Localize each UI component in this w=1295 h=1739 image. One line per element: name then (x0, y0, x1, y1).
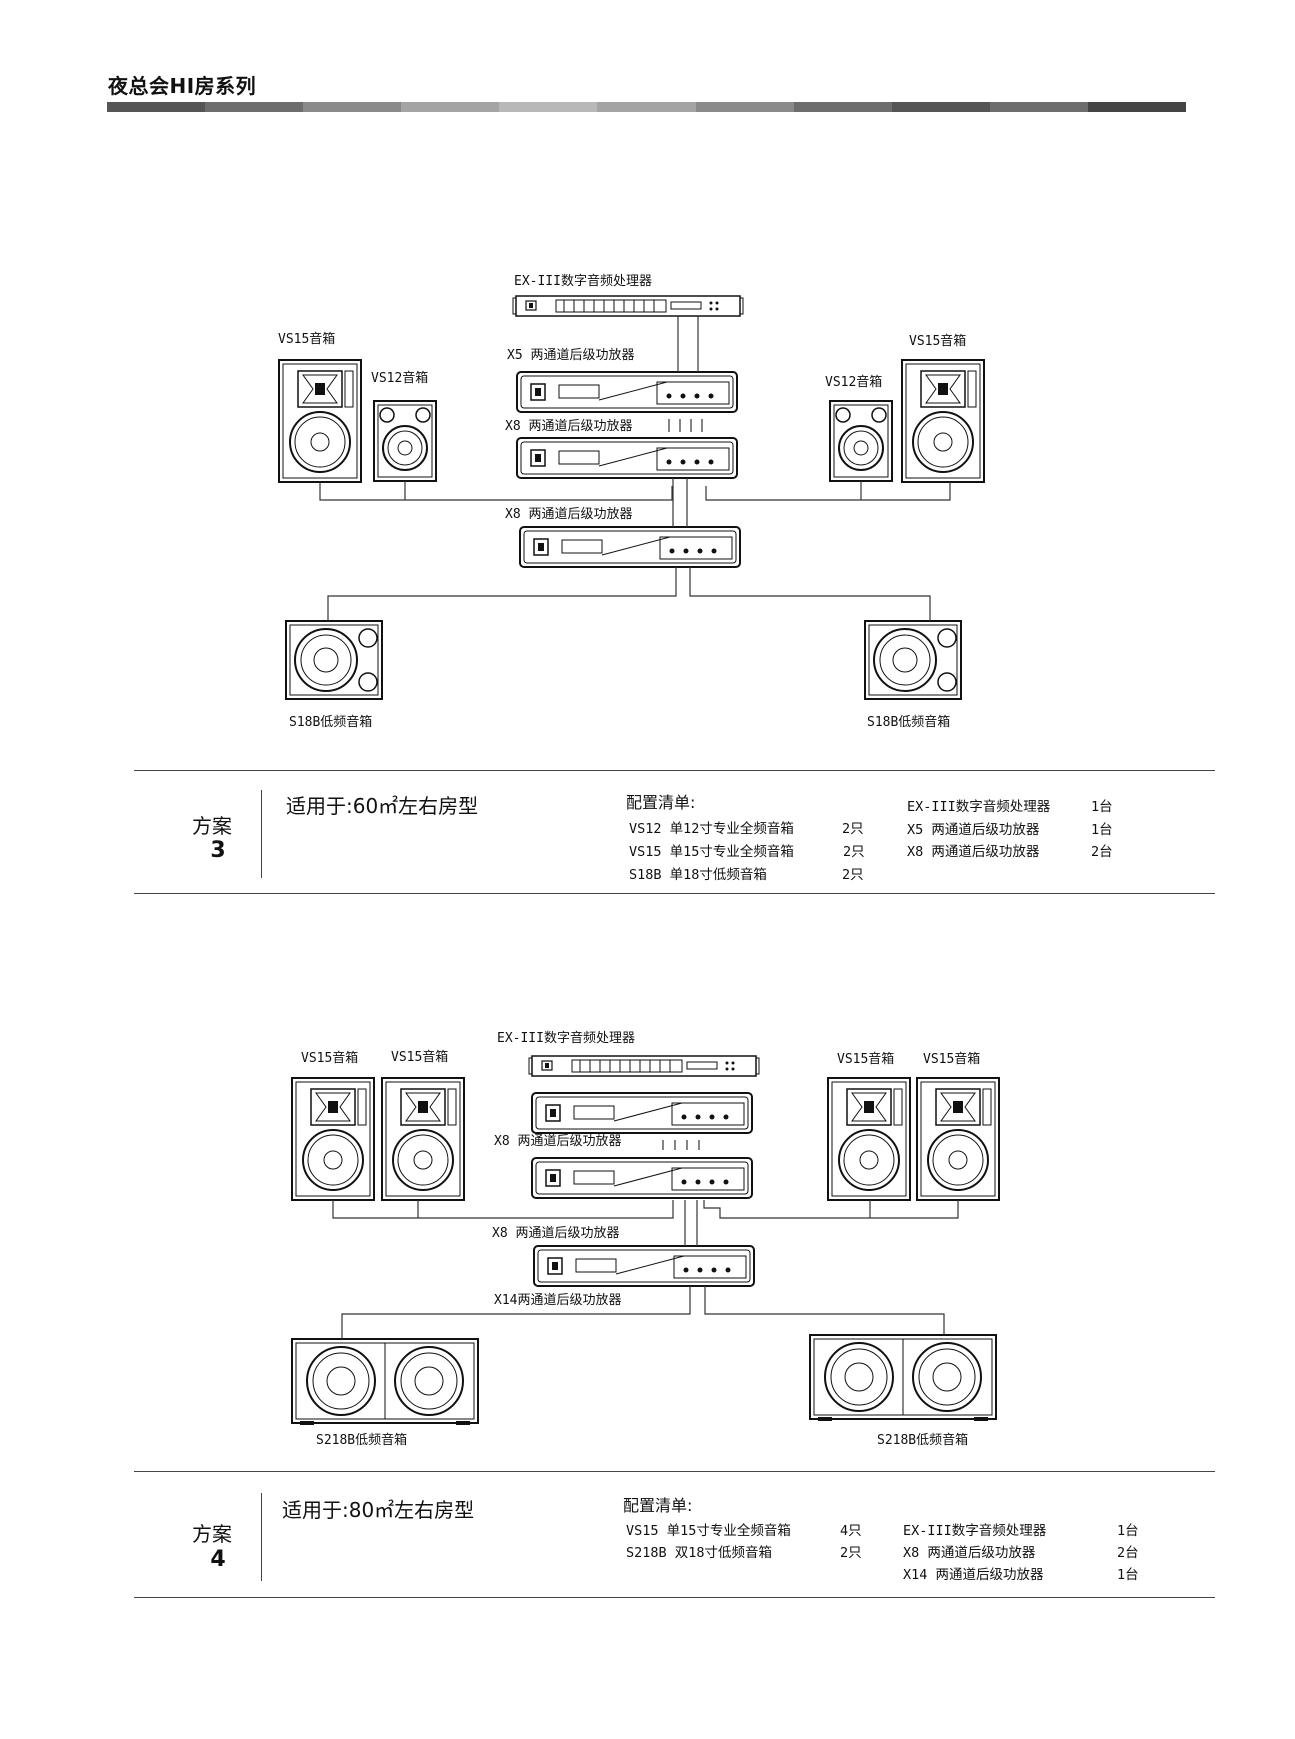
plan4-amp-x8a (531, 1092, 753, 1134)
plan3-config-left-0-qty: 2只 (842, 821, 864, 837)
plan4-config-right-1: X8 两通道后级功放器 (903, 1545, 1036, 1561)
header-bar-segment (793, 102, 892, 112)
plan4-amp-x14 (533, 1245, 755, 1287)
plan3-number: 3 (210, 838, 226, 863)
plan3-sub-right-label: S18B低频音箱 (867, 714, 950, 730)
header-bar-segment (597, 102, 696, 112)
plan3-config-right-1: X5 两通道后级功放器 (907, 822, 1040, 838)
plan3-vs15-right (901, 359, 985, 483)
plan4-label: 方案 (192, 1522, 232, 1546)
plan3-amp-x5 (516, 371, 738, 413)
plan4-sub-right-label: S218B低频音箱 (877, 1432, 968, 1448)
plan4-top-rule (134, 1471, 1215, 1472)
plan3-config-right-2-qty: 2台 (1091, 844, 1113, 860)
plan3-applies: 适用于:60㎡左右房型 (286, 794, 479, 818)
plan4-sub-left (291, 1338, 479, 1426)
plan4-diagram: EX-III数字音频处理器 X8 两通道后级功放器 X8 两通道后级功放器 X1… (291, 1030, 1000, 1448)
plan4-x14-label: X14两通道后级功放器 (494, 1293, 621, 1308)
header-bar-segment (499, 102, 598, 112)
plan3-diagram: EX-III数字音频处理器 X5 两通道后级功放器 X8 两通道后级功放器 X8… (278, 273, 985, 730)
plan4-amp-x8b (531, 1157, 753, 1199)
plan3-amp-x8b (519, 526, 741, 568)
plan3-config-right-2: X8 两通道后级功放器 (907, 844, 1040, 860)
plan3-config-right-0-qty: 1台 (1091, 799, 1113, 815)
header-bar-segment (695, 102, 794, 112)
plan3-divider (261, 790, 262, 878)
header-bar-segment (891, 102, 990, 112)
plan4-config-right-1-qty: 2台 (1117, 1545, 1139, 1561)
plan4-bottom-rule (134, 1597, 1215, 1598)
plan4-vs15-1 (291, 1077, 375, 1201)
header-gradient-bar (107, 102, 1187, 112)
plan4-vs15-3-label: VS15音箱 (837, 1051, 894, 1067)
plan4-config-left-0-qty: 4只 (840, 1523, 862, 1539)
page-title: 夜总会HI房系列 (108, 74, 257, 98)
plan3-x8a-label: X8 两通道后级功放器 (505, 419, 632, 434)
plan4-sub-left-label: S218B低频音箱 (316, 1432, 407, 1448)
plan3-sub-right (864, 620, 962, 700)
plan3-vs15-right-label: VS15音箱 (909, 333, 966, 349)
plan4-sub-right (809, 1334, 997, 1422)
plan4-config-right-0-qty: 1台 (1117, 1523, 1139, 1539)
plan3-bottom-rule (134, 893, 1215, 894)
header-bar-segment (989, 102, 1088, 112)
header-bar-segment (1087, 102, 1187, 112)
plan3-label: 方案 (192, 814, 232, 838)
plan3-config-left-1: VS15 单15寸专业全频音箱 (629, 844, 794, 860)
plan3-sub-left-label: S18B低频音箱 (289, 714, 372, 730)
plan3-vs12-right (829, 400, 893, 482)
plan4-processor-label: EX-III数字音频处理器 (497, 1030, 635, 1046)
plan4-config-left-1-qty: 2只 (840, 1545, 862, 1561)
plan3-config-left-2-qty: 2只 (842, 867, 864, 883)
plan4-config-right-2: X14 两通道后级功放器 (903, 1567, 1044, 1583)
plan3-amp-x8a (516, 437, 738, 479)
plan4-config-right-2-qty: 1台 (1117, 1567, 1139, 1583)
header-bar-segment (205, 102, 304, 112)
plan4-applies: 适用于:80㎡左右房型 (282, 1498, 475, 1522)
plan4-config-right-0: EX-III数字音频处理器 (903, 1523, 1047, 1539)
plan3-config-right-1-qty: 1台 (1091, 822, 1113, 838)
plan3-config-left-0: VS12 单12寸专业全频音箱 (629, 821, 794, 837)
plan4-number: 4 (210, 1547, 226, 1572)
plan4-vs15-3 (827, 1077, 911, 1201)
plan4-config-left-0: VS15 单15寸专业全频音箱 (626, 1523, 791, 1539)
plan3-processor-label: EX-III数字音频处理器 (514, 273, 652, 289)
plan4-processor (528, 1055, 760, 1077)
plan4-vs15-2 (381, 1077, 465, 1201)
plan3-vs12-right-label: VS12音箱 (825, 374, 882, 390)
plan3-x8b-label: X8 两通道后级功放器 (505, 507, 632, 522)
plan4-x8a-label: X8 两通道后级功放器 (494, 1134, 621, 1149)
plan4-vs15-2-label: VS15音箱 (391, 1049, 448, 1065)
plan3-vs15-left-label: VS15音箱 (278, 331, 335, 347)
header-bar-segment (107, 102, 206, 112)
plan3-vs12-left (373, 400, 437, 482)
plan3-config-right-0: EX-III数字音频处理器 (907, 799, 1051, 815)
plan3-config-left-1-qty: 2只 (843, 844, 865, 860)
plan4-config-title: 配置清单: (623, 1496, 693, 1515)
plan3-sub-left (285, 620, 383, 700)
plan4-vs15-4-label: VS15音箱 (923, 1051, 980, 1067)
plan4-config-left-1: S218B 双18寸低频音箱 (626, 1545, 773, 1561)
plan4-vs15-1-label: VS15音箱 (301, 1050, 358, 1066)
plan3-vs12-left-label: VS12音箱 (371, 370, 428, 386)
plan3-processor (512, 295, 744, 317)
header-bar-segment (401, 102, 500, 112)
plan3-vs15-left (278, 359, 362, 483)
plan4-divider (261, 1493, 262, 1581)
plan3-config-left-2: S18B 单18寸低频音箱 (629, 867, 767, 883)
plan4-vs15-4 (916, 1077, 1000, 1201)
plan3-top-rule (134, 770, 1215, 771)
plan4-x8b-label: X8 两通道后级功放器 (492, 1226, 619, 1241)
plan3-x5-label: X5 两通道后级功放器 (507, 348, 634, 363)
plan3-config-title: 配置清单: (626, 793, 696, 812)
header-bar-segment (303, 102, 402, 112)
